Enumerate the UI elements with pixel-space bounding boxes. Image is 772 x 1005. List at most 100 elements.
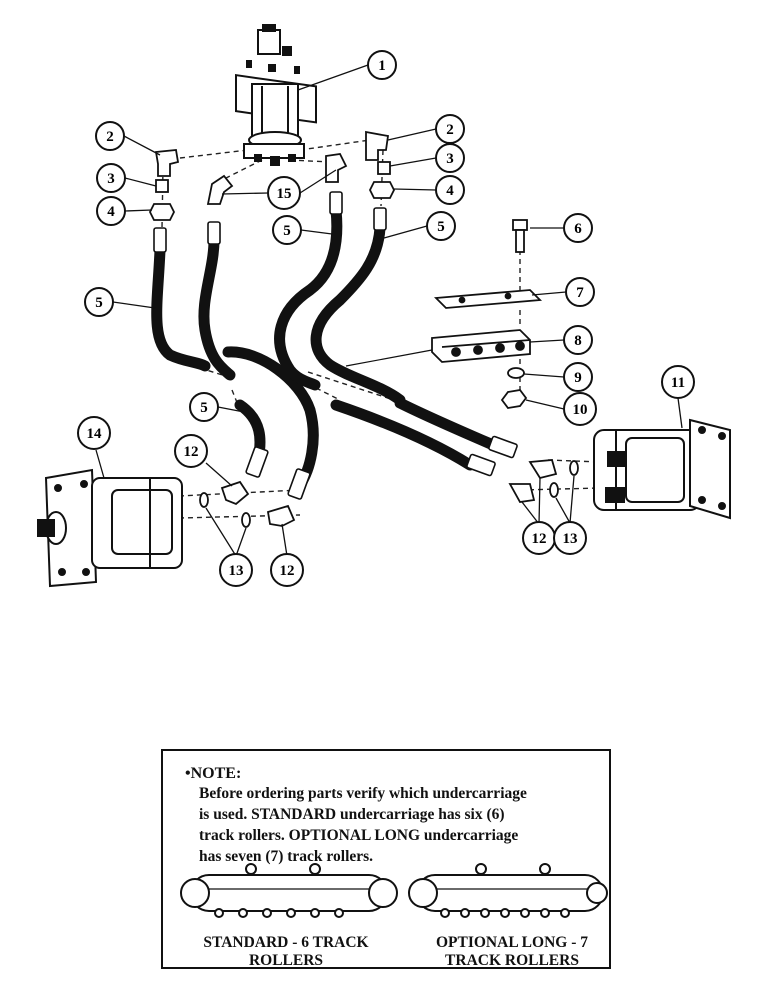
nut-4-right [368,181,396,199]
elbow-2-left [154,149,180,177]
note-line: is used. STANDARD undercarriage has six … [199,806,505,823]
center-lines [97,139,601,521]
callout-12-c: 12 [522,521,556,555]
o-ring-13-d [549,482,559,498]
callout-5-b: 5 [426,211,456,241]
standard-track-icon [180,863,398,918]
note-line: has seven (7) track rollers. [199,848,374,865]
callout-5-c: 5 [84,287,114,317]
pump-right [593,418,731,520]
svg-text:5: 5 [437,219,445,235]
o-ring-13-a [199,492,209,508]
svg-text:4: 4 [446,183,454,199]
svg-text:13: 13 [563,531,578,547]
svg-text:7: 7 [576,285,584,301]
hose-left-outer [151,244,211,372]
control-valve [235,24,317,166]
callout-9: 9 [563,362,593,392]
callout-3-right: 3 [435,143,465,173]
svg-text:6: 6 [574,221,582,237]
o-ring-13-b [241,512,251,528]
callout-5-a: 5 [272,215,302,245]
long-caption-line: OPTIONAL LONG - 7 [435,934,588,951]
svg-text:13: 13 [229,563,244,579]
callout-2-left: 2 [95,121,125,151]
track-illustrations [180,863,608,918]
long-track-icon [408,863,608,918]
hose-left-inner [198,234,236,381]
callout-12-b: 12 [270,553,304,587]
bolt-shank-6 [515,229,525,253]
callout-13-b: 13 [553,521,587,555]
svg-text:15: 15 [277,186,292,202]
elbow-12-b [266,504,296,527]
hose-fittings [153,191,518,500]
svg-text:1: 1 [378,58,386,74]
elbow-15-right [325,153,348,183]
callout-7: 7 [565,277,595,307]
nut-10 [500,389,528,409]
adapter-3-left [155,179,169,193]
svg-text:8: 8 [574,333,582,349]
o-ring-13-c [569,460,579,476]
note-box: •NOTE: Before ordering parts verify whic… [161,749,611,969]
elbow-12-d [508,483,536,503]
leader-lines [95,64,683,557]
svg-text:12: 12 [280,563,295,579]
callout-3-left: 3 [96,163,126,193]
callout-1: 1 [367,50,397,80]
nut-9 [507,367,525,379]
note-heading: •NOTE: [185,765,242,782]
callout-13-a: 13 [219,553,253,587]
note-line: track rollers. OPTIONAL LONG undercarria… [199,827,519,844]
elbow-12-c [528,459,558,480]
callout-group: 1 2 2 3 3 4 4 15 5 5 5 5 6 7 8 9 10 11 1… [77,50,695,587]
nut-4-left [148,203,176,221]
elbow-15-left [206,174,234,205]
hose-long-lower [330,399,476,471]
svg-text:12: 12 [532,531,547,547]
pump-right-flange [689,418,731,520]
callout-8: 8 [563,325,593,355]
hose-right-upper [310,222,406,406]
callout-4-left: 4 [96,196,126,226]
callout-11: 11 [661,365,695,399]
small-fittings [148,130,579,528]
callout-5-d: 5 [189,392,219,422]
svg-text:2: 2 [446,122,454,138]
callout-4-right: 4 [435,175,465,205]
note-body: Before ordering parts verify which under… [199,783,599,867]
callout-10: 10 [563,392,597,426]
callout-6: 6 [563,213,593,243]
svg-text:9: 9 [574,370,582,386]
elbow-12-a [220,480,250,506]
svg-text:12: 12 [184,444,199,460]
standard-caption-line: ROLLERS [248,952,324,969]
elbow-2-right [365,130,390,161]
pump-left-flange [44,468,98,588]
svg-text:5: 5 [200,400,208,416]
svg-text:2: 2 [106,129,114,145]
clamp-assembly [431,219,543,409]
svg-text:14: 14 [87,426,103,442]
note-line: Before ordering parts verify which under… [199,785,527,802]
svg-text:10: 10 [573,402,588,418]
callout-12-a: 12 [174,434,208,468]
callout-2-right: 2 [435,114,465,144]
svg-text:3: 3 [107,171,115,187]
long-caption: OPTIONAL LONG - 7 TRACK ROLLERS [407,934,617,970]
hose-lower-right [222,346,319,491]
plate-7 [433,289,543,309]
bolt-head-6 [512,219,528,231]
svg-text:5: 5 [283,223,291,239]
svg-text:4: 4 [107,204,115,220]
adapter-3-right [377,161,391,175]
pump-left [37,468,183,588]
callout-15: 15 [267,176,301,210]
svg-text:5: 5 [95,295,103,311]
svg-text:11: 11 [671,375,685,391]
hose-center [274,204,343,391]
long-caption-line: TRACK ROLLERS [445,952,579,969]
